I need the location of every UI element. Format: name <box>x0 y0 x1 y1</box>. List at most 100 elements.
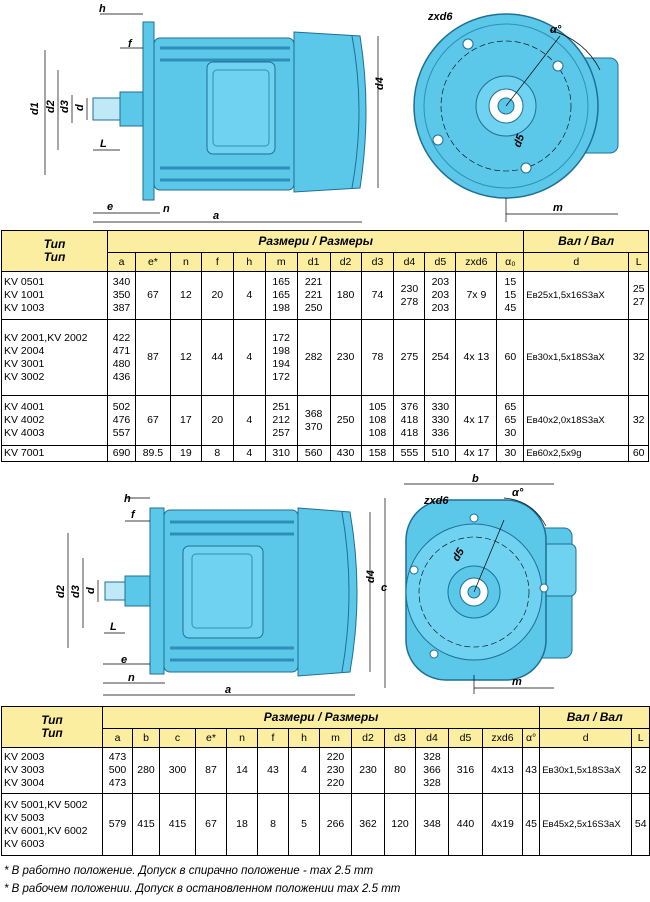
spec-table-1: Тип Тип Размери / Размеры Вал / Вал a e*… <box>0 230 649 462</box>
cell-d2: 230 <box>351 747 385 794</box>
header2-type: Тип Тип <box>1 706 103 748</box>
dim-label-n: n <box>163 203 170 215</box>
dim-label-alpha: α° <box>550 24 562 36</box>
cell-m: 310 <box>264 445 298 462</box>
dim2-label-L: L <box>110 621 117 633</box>
col2-alpha: α° <box>521 728 541 748</box>
cell-d2: 430 <box>329 445 362 462</box>
cell-e: 67 <box>134 271 171 320</box>
dim-label-e: e <box>107 201 113 213</box>
col2-d3: d3 <box>384 728 416 748</box>
cell-d5: 440 <box>448 793 483 856</box>
cell-f: 20 <box>200 271 234 320</box>
cell-d2: 362 <box>351 793 385 856</box>
cell-e: 87 <box>134 319 171 396</box>
dim-label-f: f <box>128 38 133 50</box>
cell-d1: 368 370 <box>296 395 331 446</box>
cell-c: 300 <box>159 747 196 794</box>
dim-label-d1: d1 <box>29 102 41 115</box>
dim2-label-a: a <box>225 684 231 696</box>
header2-dimensions: Размери / Размеры <box>101 706 541 729</box>
dim2-label-zxd6: zxd6 <box>423 495 449 507</box>
cell-f: 43 <box>257 747 289 794</box>
cell-e: 89.5 <box>134 445 171 462</box>
cell-d2: 180 <box>329 271 362 320</box>
col-d3: d3 <box>360 252 395 272</box>
dim2-label-d: d <box>85 587 97 594</box>
cell-d5: 316 <box>448 747 483 794</box>
dim-label-d5: d5 <box>512 132 528 149</box>
header-type: Тип Тип <box>0 230 109 272</box>
motor-side-view-1: h f d1 d2 d3 d L e n a d4 <box>29 3 386 223</box>
cell-d5: 203 203 203 <box>424 271 457 320</box>
cell-a: 579 <box>102 793 133 856</box>
dim-label-d4: d4 <box>374 77 386 90</box>
cell-h: 4 <box>232 445 266 462</box>
header-shaft: Вал / Вал <box>523 230 649 253</box>
col-d2: d2 <box>329 252 362 272</box>
cell-f: 8 <box>200 445 234 462</box>
motor-front-view-1: zxd6 α° d5 m <box>413 11 619 222</box>
cell-alpha: 60 <box>496 319 525 396</box>
footnote-2: * В рабочем положении. Допуск в остановл… <box>4 883 401 895</box>
cell-zxd6: 4x 17 <box>455 445 498 462</box>
cell-d4: 348 <box>415 793 449 856</box>
col-a: a <box>107 252 136 272</box>
dim2-label-d3: d3 <box>70 585 82 598</box>
header-dimensions: Размери / Размеры <box>107 230 525 253</box>
cell-d3: 74 <box>360 271 395 320</box>
cell-d4: 275 <box>393 319 426 396</box>
col-d5: d5 <box>424 252 457 272</box>
table-row: KV 5001,KV 5002 KV 5003 KV 6001,KV 6002 … <box>1 793 650 856</box>
dim2-label-d4: d4 <box>365 570 377 583</box>
cell-d3: 78 <box>360 319 395 396</box>
cell-a: 340 350 387 <box>107 271 136 320</box>
cell-h: 4 <box>288 747 320 794</box>
cell-h: 4 <box>232 319 266 396</box>
table-row: KV 2001,KV 2002 KV 2004 KV 3001 KV 3002 4… <box>0 319 649 396</box>
cell-n: 17 <box>169 395 202 446</box>
cell-d5: 510 <box>424 445 457 462</box>
cell-d: Eв30x1,5x18S3aX <box>523 319 630 396</box>
col2-a: a <box>102 728 133 748</box>
cell-d3: 158 <box>360 445 395 462</box>
col2-n: n <box>226 728 258 748</box>
cell-L: 60 <box>628 445 649 462</box>
footnote-1: * В работно положение. Допуск в спирачно… <box>4 865 374 877</box>
cell-n: 14 <box>226 747 258 794</box>
cell-d3: 80 <box>384 747 416 794</box>
dim2-label-c: c <box>381 582 387 594</box>
cell-e: 67 <box>134 395 171 446</box>
cell-type: KV 2001,KV 2002 KV 2004 KV 3001 KV 3002 <box>0 319 109 396</box>
cell-f: 20 <box>200 395 234 446</box>
header2-shaft: Вал / Вал <box>539 706 650 729</box>
col2-m: m <box>319 728 352 748</box>
cell-d: Eв60x2,5x9g <box>523 445 630 462</box>
cell-type: KV 5001,KV 5002 KV 5003 KV 6001,KV 6002 … <box>1 793 103 856</box>
cell-d4: 555 <box>393 445 426 462</box>
col-n: n <box>169 252 202 272</box>
dim2-label-f: f <box>131 509 136 521</box>
col2-d: d <box>539 728 633 748</box>
cell-zxd6: 4x19 <box>482 793 523 856</box>
cell-L: 32 <box>631 747 650 794</box>
cell-type: KV 4001 KV 4002 KV 4003 <box>0 395 109 446</box>
dim-label-d: d <box>74 104 86 111</box>
col2-d5: d5 <box>448 728 483 748</box>
cell-d: Eв25x1,5x16S3aX <box>523 271 630 320</box>
cell-d4: 376 418 418 <box>393 395 426 446</box>
dim2-label-h: h <box>124 493 131 505</box>
cell-alpha: 45 <box>521 793 541 856</box>
cell-d1: 221 221 250 <box>296 271 331 320</box>
cell-a: 690 <box>107 445 136 462</box>
cell-h: 5 <box>288 793 320 856</box>
dim2-label-m: m <box>512 676 522 688</box>
cell-a: 502 476 557 <box>107 395 136 446</box>
cell-L: 54 <box>631 793 650 856</box>
col2-d2: d2 <box>351 728 385 748</box>
cell-type: KV 2003 KV 3003 KV 3004 <box>1 747 103 794</box>
cell-zxd6: 7x 9 <box>455 271 498 320</box>
cell-m: 266 <box>319 793 352 856</box>
